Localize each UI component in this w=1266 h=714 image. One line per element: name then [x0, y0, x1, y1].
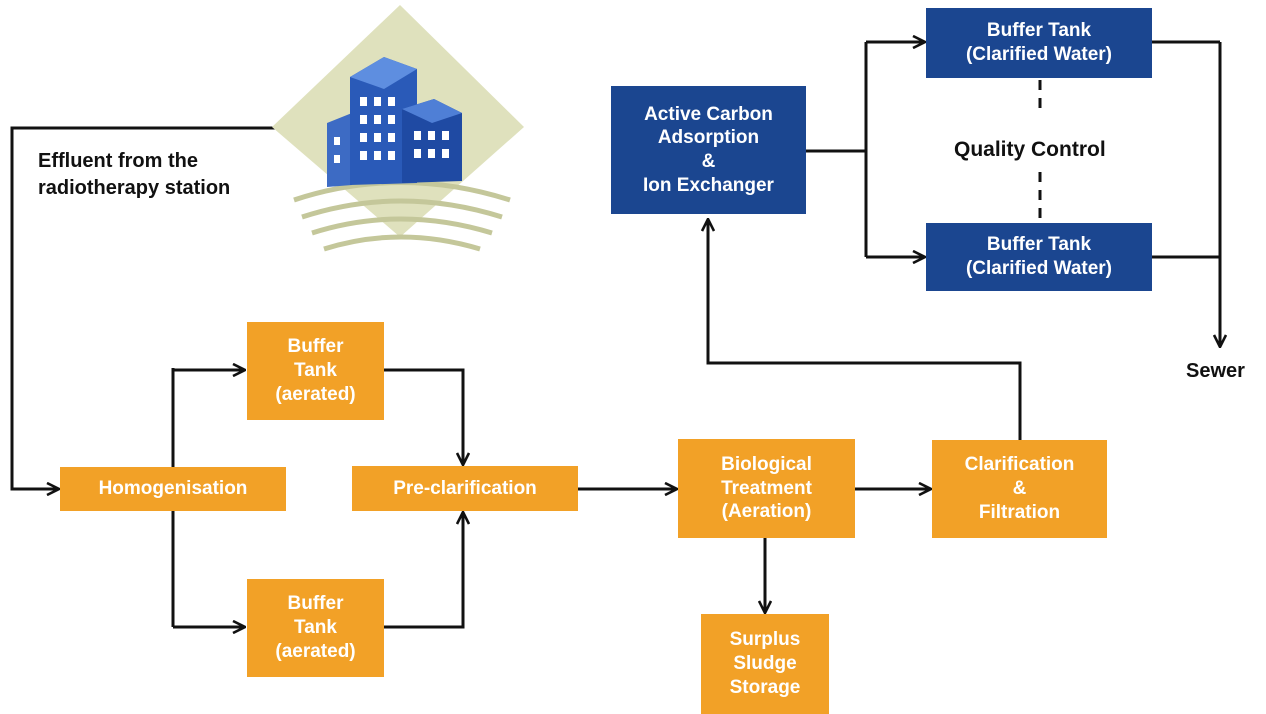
arrow-buffer-bottom-to-preclar: [384, 513, 463, 629]
buffer-tank-aerated-top-box: Buffer Tank (aerated): [247, 322, 384, 420]
buffer-tank-aerated-bottom-box: Buffer Tank (aerated): [247, 579, 384, 677]
biological-treatment-box: Biological Treatment (Aeration): [678, 439, 855, 538]
arrow-effluent-to-homogenisation: [10, 126, 275, 489]
office-buildings-icon: [272, 5, 524, 252]
sewer-label: Sewer: [1186, 360, 1245, 382]
active-carbon-adsorption-box: Active Carbon Adsorption & Ion Exchanger: [611, 86, 806, 214]
clarification-filtration-box: Clarification & Filtration: [932, 440, 1107, 538]
buffer-tank-clarified-top-box: Buffer Tank (Clarified Water): [926, 8, 1152, 78]
buffer-tank-clarified-bottom-box: Buffer Tank (Clarified Water): [926, 223, 1152, 291]
pre-clarification-box: Pre-clarification: [352, 466, 578, 511]
quality-control-label: Quality Control: [954, 138, 1106, 161]
surplus-sludge-storage-box: Surplus Sludge Storage: [701, 614, 829, 714]
arrow-clarification-to-carbon: [708, 220, 1022, 440]
homogenisation-box: Homogenisation: [60, 467, 286, 511]
effluent-source-label: Effluent from the radiotherapy station: [38, 150, 231, 199]
arrow-buffer-top-to-preclar: [384, 368, 463, 464]
